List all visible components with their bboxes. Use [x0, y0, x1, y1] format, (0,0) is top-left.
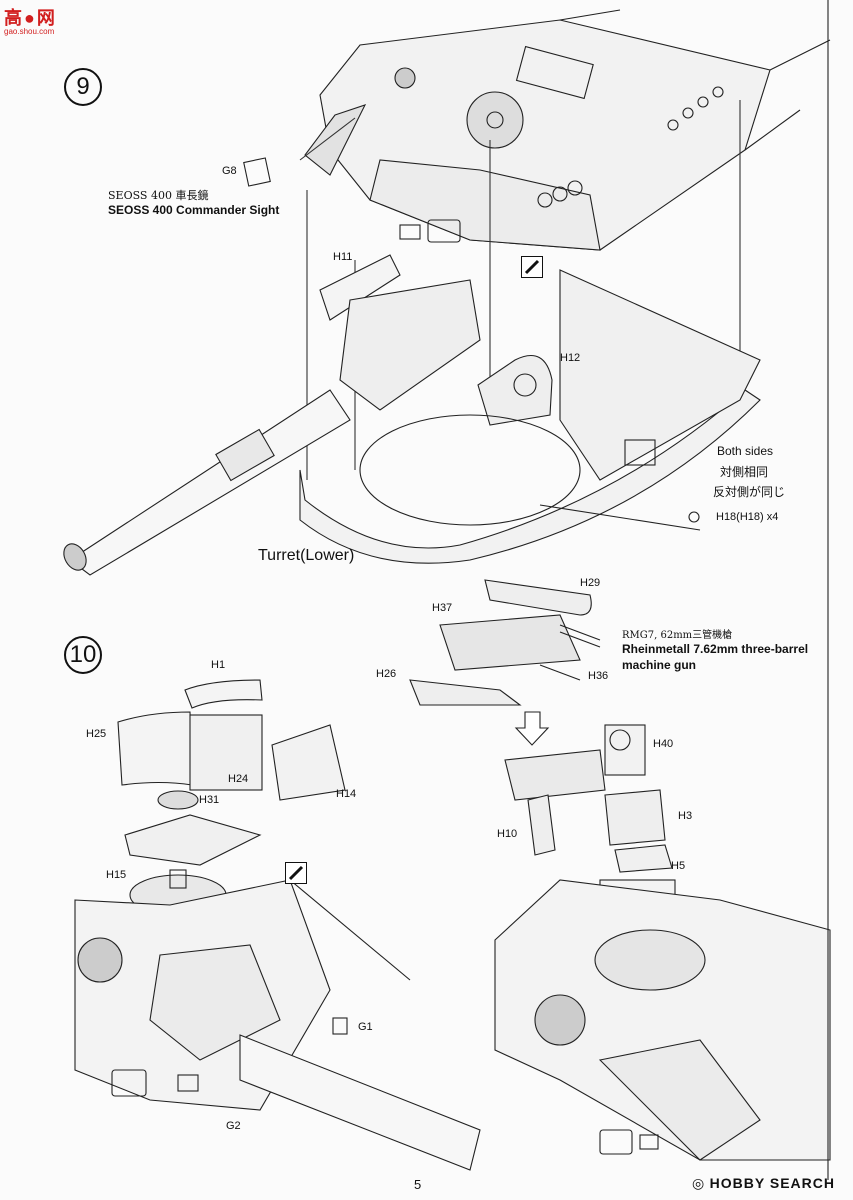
- part-h15: H15: [106, 869, 127, 881]
- part-h3: H3: [678, 810, 693, 822]
- part-h14: H14: [336, 788, 357, 800]
- part-h31: H31: [199, 794, 220, 806]
- part-h18: H18(H18) x4: [716, 511, 779, 523]
- watermark-logo: 高●网 gao.shou.com: [4, 4, 57, 36]
- part-h26: H26: [376, 668, 397, 680]
- page-number: 5: [414, 1177, 422, 1192]
- part-g2: G2: [226, 1120, 241, 1132]
- caption-mg-jp: RMG7, 62mm三管機槍: [622, 630, 733, 641]
- watermark-hobbysearch: ◎ HOBBY SEARCH: [692, 1175, 835, 1193]
- part-h25: H25: [86, 728, 107, 740]
- part-h36: H36: [588, 670, 609, 682]
- part-h1: H1: [211, 659, 226, 671]
- step-10-number: 10: [64, 636, 102, 674]
- caption-mg-en-1: Rheinmetall 7.62mm three-barrel: [622, 642, 809, 656]
- logo-char-2: 网: [36, 8, 57, 28]
- part-h5: H5: [671, 860, 686, 872]
- part-h37: H37: [432, 602, 453, 614]
- both-sides-en: Both sides: [717, 444, 774, 458]
- hobbysearch-mark-icon: ◎: [692, 1175, 706, 1191]
- part-h24: H24: [228, 773, 249, 785]
- logo-dot-icon: ●: [24, 8, 37, 28]
- caption-seoss-jp: SEOSS 400 車長鏡: [108, 189, 209, 202]
- glue-icon-2: [285, 862, 307, 884]
- glue-icon: [521, 256, 543, 278]
- hobbysearch-brand: HOBBY SEARCH: [709, 1175, 835, 1191]
- part-g1: G1: [358, 1021, 373, 1033]
- part-g8: G8: [222, 165, 237, 177]
- part-h11: H11: [333, 251, 353, 263]
- step-9-number: 9: [64, 68, 102, 106]
- part-h12: H12: [560, 352, 581, 364]
- part-h40: H40: [653, 738, 674, 750]
- part-h10: H10: [497, 828, 518, 840]
- turret-lower-label: Turret(Lower): [258, 547, 355, 564]
- part-h29: H29: [580, 577, 601, 589]
- logo-url: gao.shou.com: [4, 27, 55, 36]
- both-sides-jp: 反対側が同じ: [713, 485, 786, 499]
- both-sides-cn: 対側相同: [720, 465, 769, 479]
- caption-mg-en-2: machine gun: [622, 658, 697, 672]
- logo-char: 高: [4, 8, 24, 28]
- caption-seoss-en: SEOSS 400 Commander Sight: [108, 203, 280, 217]
